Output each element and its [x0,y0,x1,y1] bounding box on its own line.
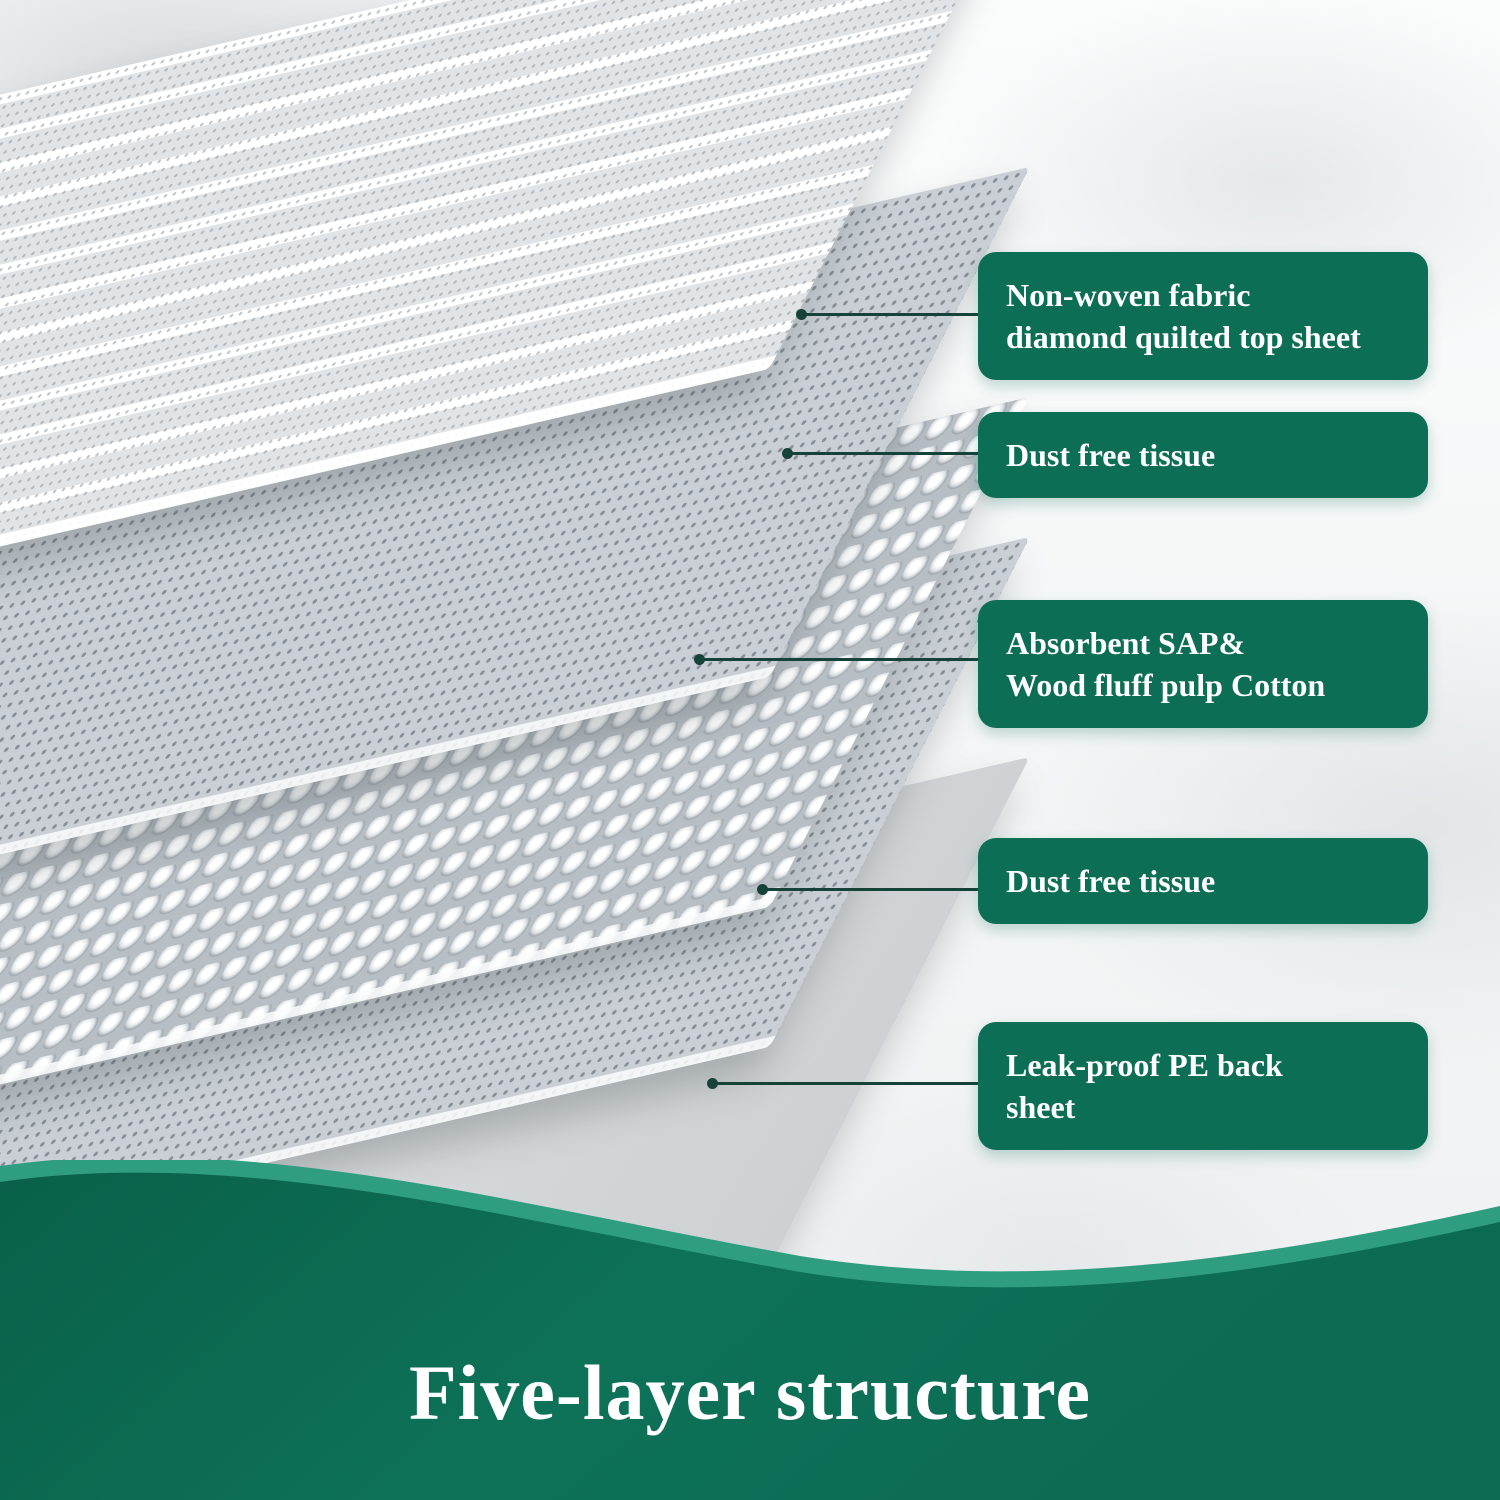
label-text-line1: Non-woven fabric [1006,277,1251,313]
callout-line-absorbent-core [694,654,978,665]
bottom-banner-wave [0,1160,1500,1500]
label-text-line1: Absorbent SAP& [1006,625,1246,661]
callout-line-tissue-lower [757,884,978,895]
callout-dot [694,654,705,665]
label-tissue-lower: Dust free tissue [978,838,1428,925]
callout-line-tissue-upper [782,448,978,459]
callout-dot [707,1078,718,1089]
callout-line-pe-backsheet [707,1078,978,1089]
label-text-line2: diamond quilted top sheet [1006,319,1361,356]
label-text-line2: Wood fluff pulp Cotton [1006,667,1326,704]
callout-dot [796,309,807,320]
label-absorbent-core: Absorbent SAP& Wood fluff pulp Cotton [978,600,1428,729]
callout-line-top-sheet [796,309,978,320]
banner-main-shape [0,1172,1500,1500]
label-text-line1: Leak-proof PE back [1006,1047,1283,1083]
banner-title: Five-layer structure [408,1349,1092,1436]
callout-dot [757,884,768,895]
label-text-line2: sheet [1006,1089,1076,1126]
callout-dot [782,448,793,459]
label-tissue-upper: Dust free tissue [978,412,1428,499]
label-pe-backsheet: Leak-proof PE back sheet [978,1022,1428,1151]
label-text-line1: Dust free tissue [1006,437,1216,473]
label-top-sheet: Non-woven fabric diamond quilted top she… [978,252,1428,381]
label-text-line1: Dust free tissue [1006,863,1216,899]
